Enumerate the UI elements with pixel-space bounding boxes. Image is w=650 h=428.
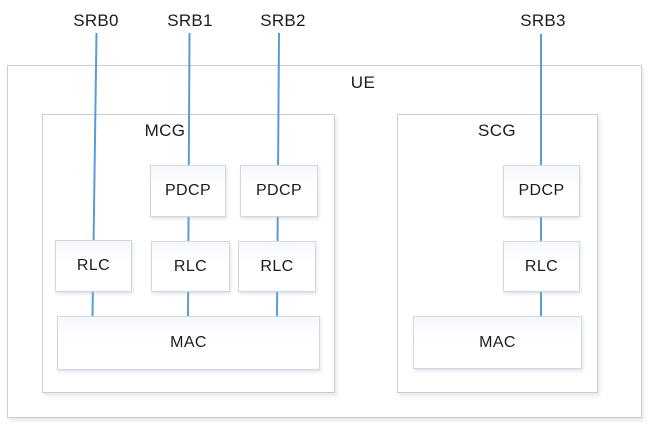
srb2-label: SRB2 <box>260 11 306 30</box>
mcg-pdcp-srb1-box: PDCP <box>150 165 226 217</box>
mcg-rlc-srb0-box: RLC <box>55 240 132 292</box>
mcg-rlc-srb1-box: RLC <box>151 241 230 292</box>
ue-box-label: UE <box>350 73 376 92</box>
scg-mac-box: MAC <box>413 316 582 369</box>
scg-rlc-srb3-box: RLC <box>503 241 580 292</box>
srb3-label: SRB3 <box>520 11 566 30</box>
scg-pdcp-srb3-box: PDCP <box>503 165 580 217</box>
mcg-rlc-srb2-box: RLC <box>238 241 316 292</box>
scg-box-label: SCG <box>477 121 517 140</box>
mcg-mac-box: MAC <box>57 316 320 370</box>
srb0-label: SRB0 <box>73 11 119 30</box>
mcg-pdcp-srb2-box: PDCP <box>240 165 318 217</box>
mcg-box-label: MCG <box>144 121 186 140</box>
srb1-label: SRB1 <box>167 11 213 30</box>
